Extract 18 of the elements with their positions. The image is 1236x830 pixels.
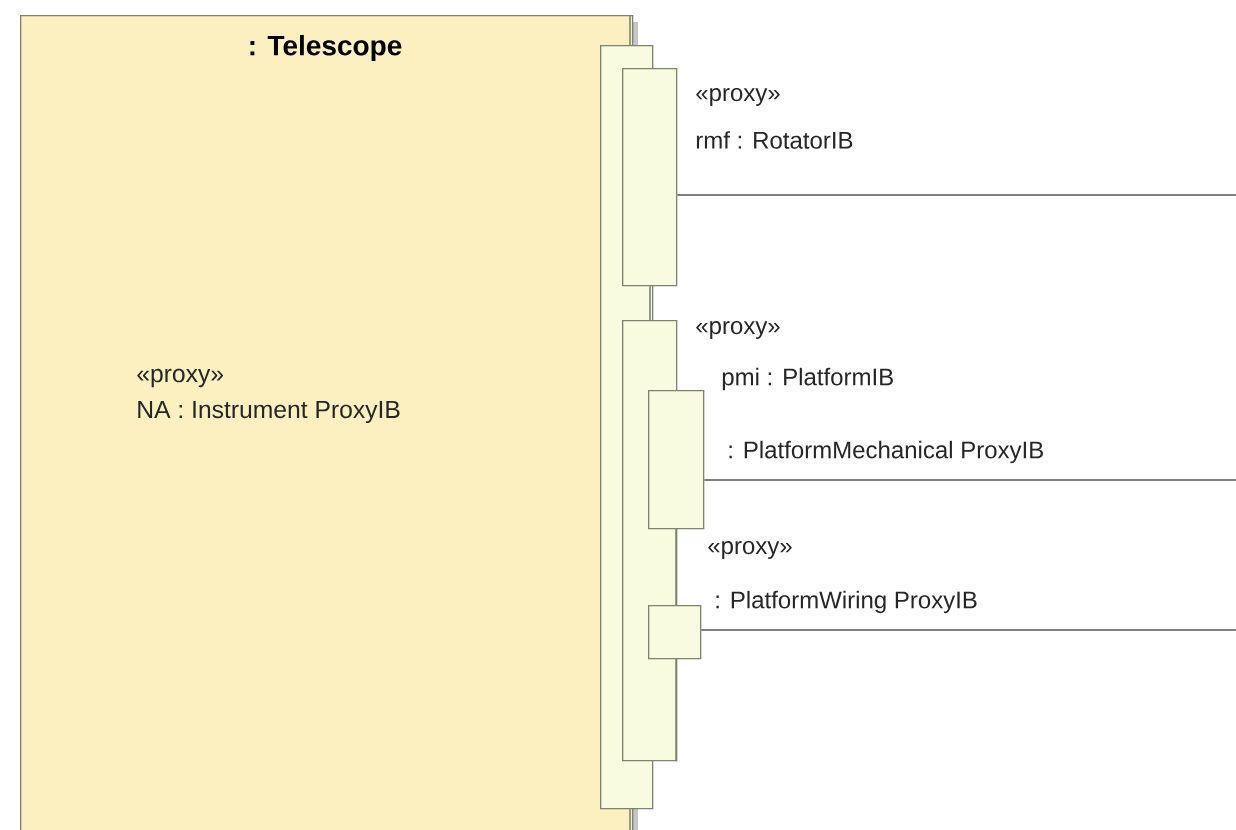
stereotype-label: «proxy» — [708, 541, 792, 559]
port-label: : PlatformMechanical ProxyIB — [729, 440, 1043, 464]
port-label: rmf : RotatorIB — [696, 131, 853, 149]
connector-line — [700, 629, 1236, 631]
port-label: «proxy» — [696, 321, 780, 339]
port-link-line — [629, 14, 631, 46]
port-link-line — [675, 528, 677, 606]
port-link-line — [675, 658, 677, 763]
port-link-line — [649, 285, 651, 321]
block-title: : Telescope — [250, 34, 402, 62]
port-label: NA : Instrument ProxyIB — [138, 400, 400, 424]
port-label: : PlatformWiring ProxyIB — [716, 590, 977, 614]
connector-line — [703, 479, 1236, 481]
connector-line — [676, 194, 1236, 196]
port-label: «proxy» — [137, 368, 223, 388]
port-link-line — [629, 808, 631, 830]
port-label: «proxy» — [696, 88, 780, 106]
port-label: pmi : PlatformIB — [722, 367, 893, 391]
